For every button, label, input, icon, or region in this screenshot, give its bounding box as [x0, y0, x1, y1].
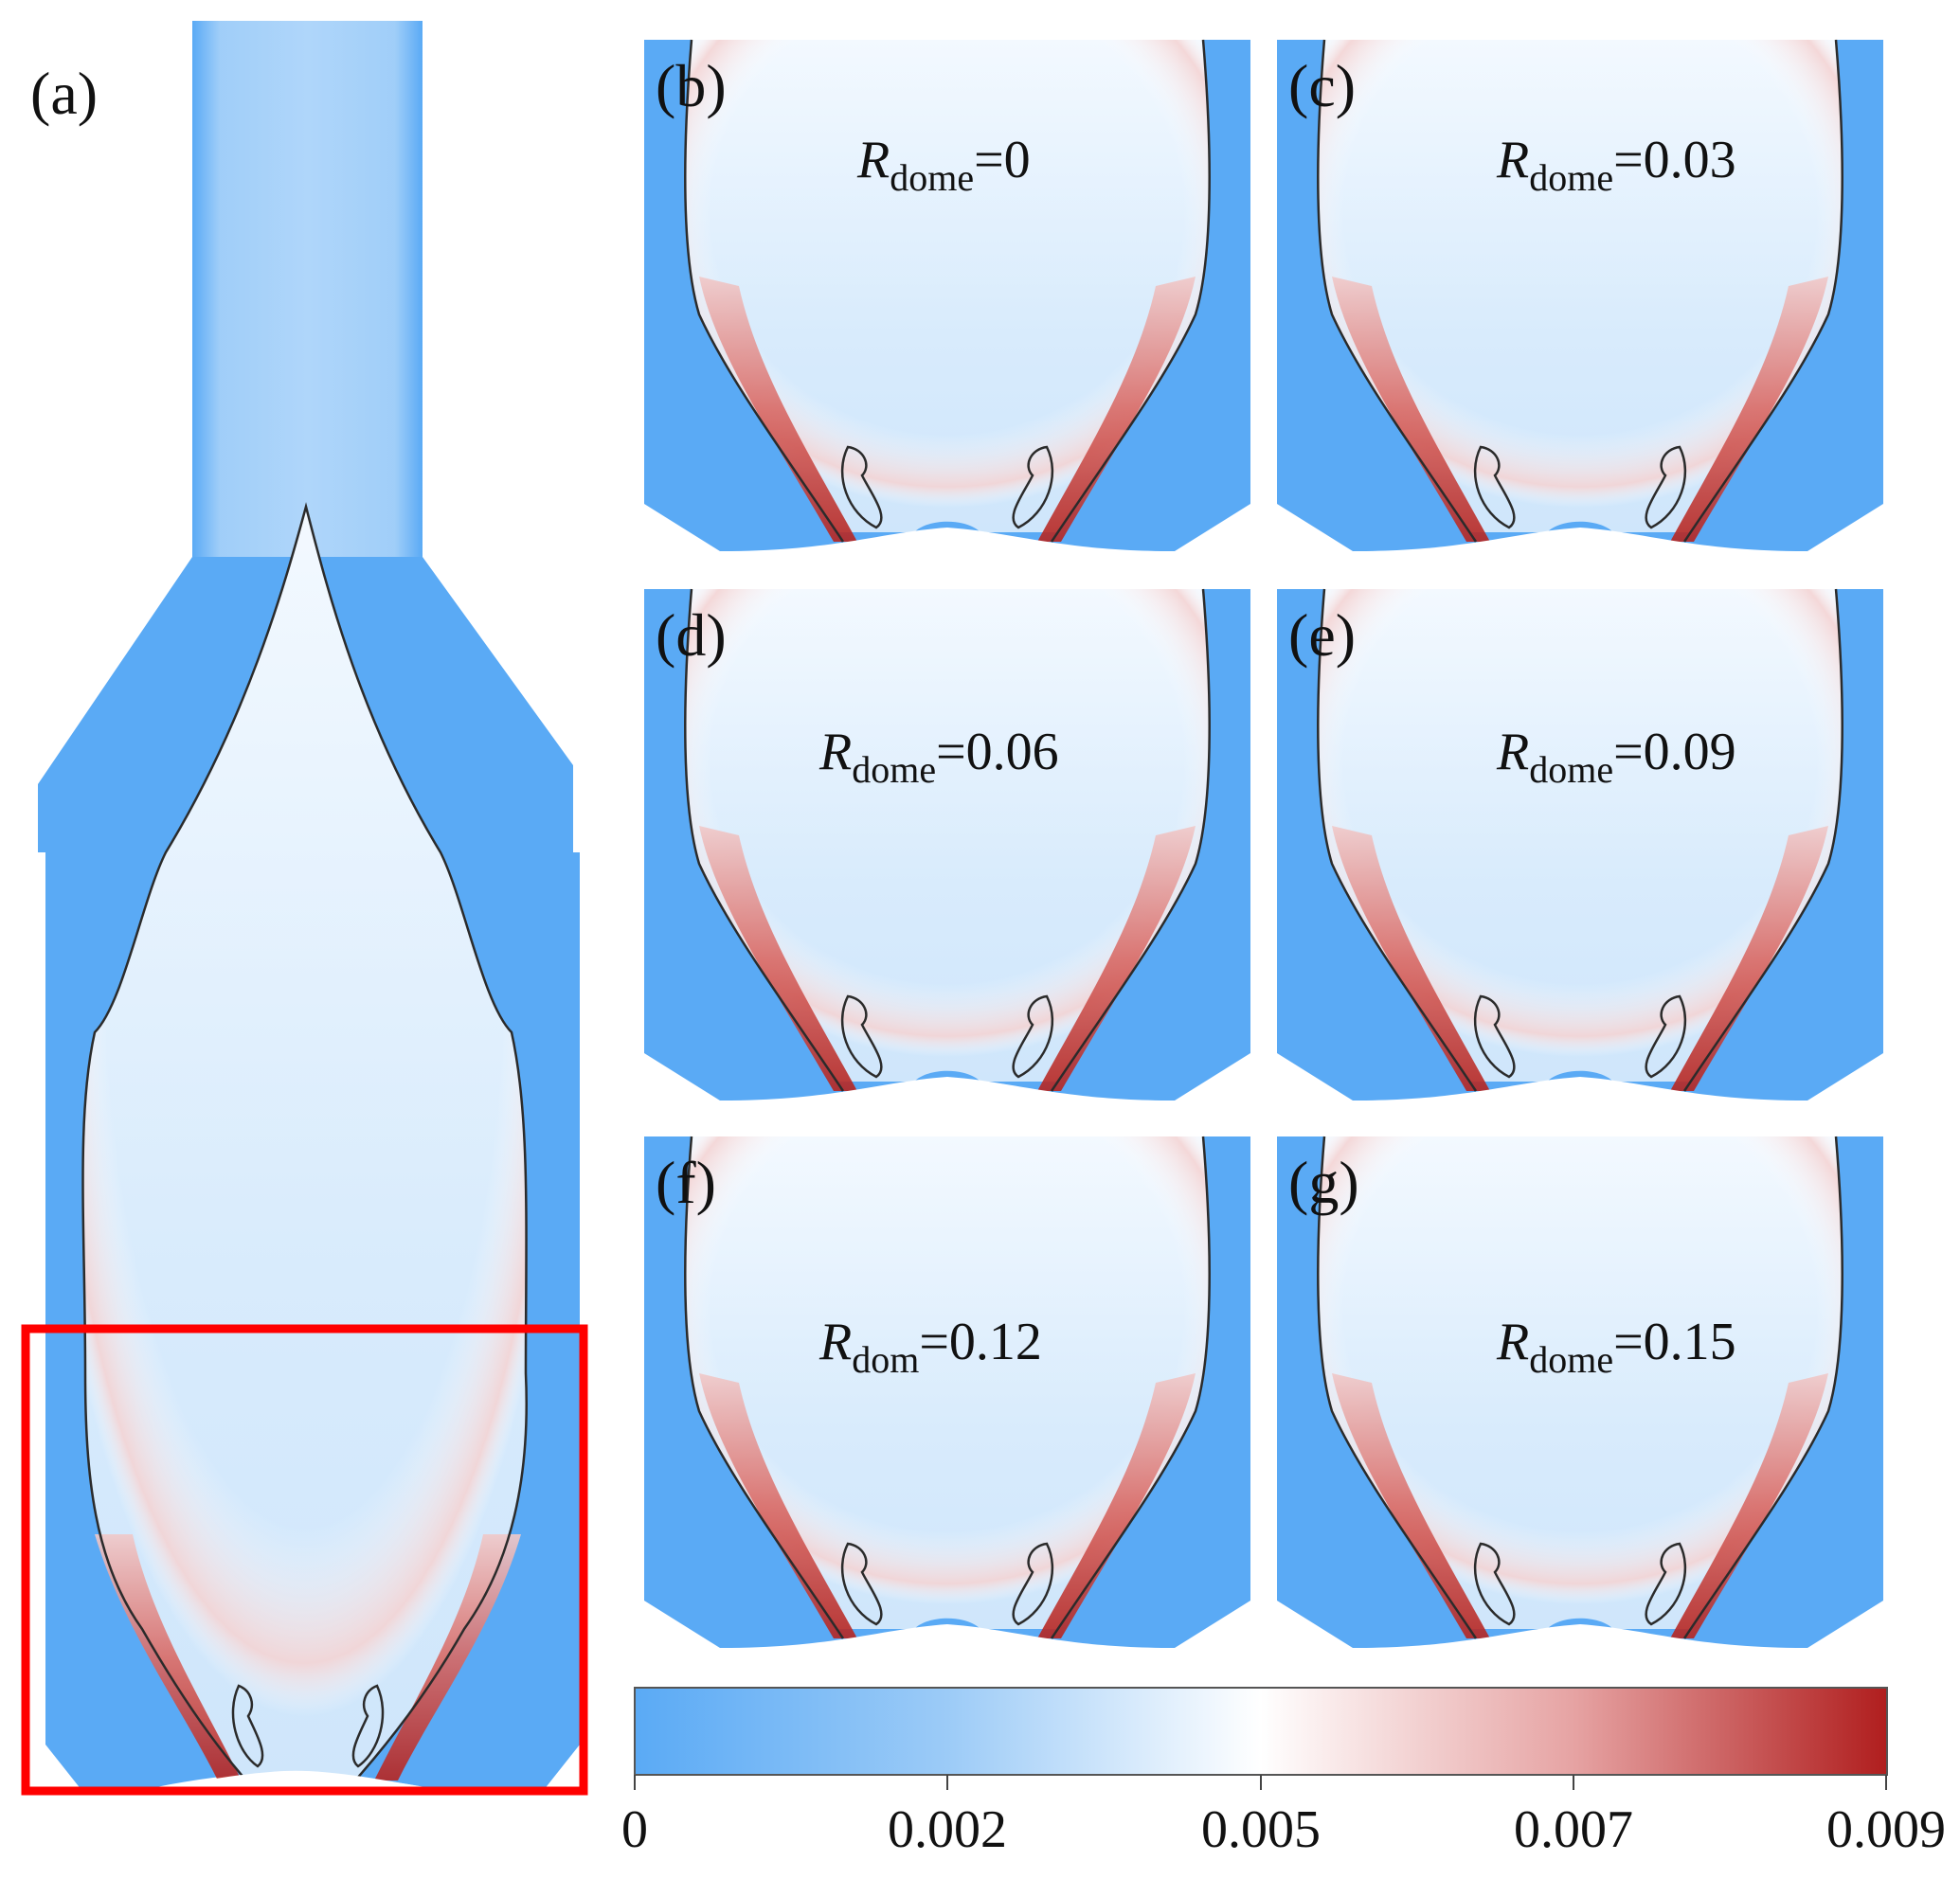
contour-line-a — [81, 502, 528, 1781]
panel-f: (f) Rdom=0.12 — [642, 1135, 1252, 1650]
panel-label-a: (a) — [30, 60, 98, 127]
panel-g: (g) Rdome=0.15 — [1275, 1135, 1885, 1650]
panel-e: (e) Rdome=0.09 — [1275, 587, 1885, 1102]
pipe-core — [192, 21, 423, 557]
panel-label-c: (c) — [1288, 52, 1356, 119]
colorbar-tick-label-1: 0.002 — [888, 1800, 1007, 1859]
panel-label-g: (g) — [1288, 1149, 1359, 1216]
colorbar-gradient — [634, 1687, 1888, 1776]
inner-loop-left — [231, 1684, 264, 1768]
rdome-label-d: Rdome=0.06 — [818, 723, 1059, 791]
rdome-label-f: Rdom=0.12 — [818, 1313, 1042, 1381]
inner-loop-right — [351, 1684, 385, 1768]
panel-label-f: (f) — [656, 1149, 716, 1216]
colorbar-tick-label-4: 0.009 — [1826, 1800, 1946, 1859]
rdome-label-b: Rdome=0 — [856, 131, 1031, 199]
shear-glow — [82, 507, 527, 1781]
panel-d: (d) Rdome=0.06 — [642, 587, 1252, 1102]
panel-label-e: (e) — [1288, 601, 1356, 669]
rdome-label-e: Rdome=0.09 — [1496, 723, 1736, 791]
panel-b: (b) Rdome=0 — [642, 38, 1252, 553]
panel-c: (c) Rdome=0.03 — [1275, 38, 1885, 553]
shear-band-left — [95, 1534, 242, 1781]
colorbar-tick-label-0: 0 — [621, 1800, 648, 1859]
panel-a: (a) — [21, 21, 588, 1796]
rdome-label-c: Rdome=0.03 — [1496, 131, 1736, 199]
rdome-label-g: Rdome=0.15 — [1496, 1313, 1736, 1381]
colorbar-tick-label-3: 0.007 — [1514, 1800, 1633, 1859]
zoom-region-box — [21, 1324, 588, 1796]
colorbar-tick-label-2: 0.005 — [1201, 1800, 1321, 1859]
panel-label-b: (b) — [656, 52, 727, 119]
panel-label-d: (d) — [656, 601, 727, 669]
colorbar: 0 0.002 0.005 0.007 0.009 — [621, 1687, 1946, 1859]
